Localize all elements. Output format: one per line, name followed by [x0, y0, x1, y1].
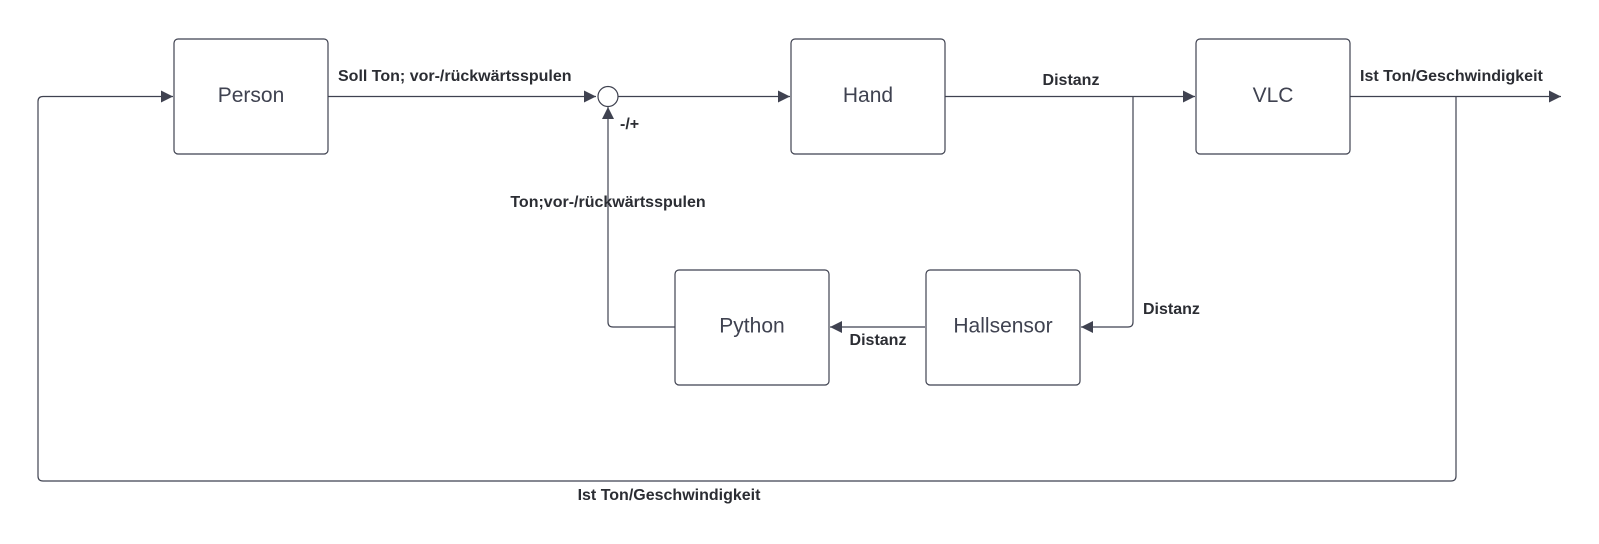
- block-hand-label: Hand: [843, 84, 893, 107]
- block-hallsensor: Hallsensor: [925, 269, 1081, 386]
- block-hallsensor-label: Hallsensor: [953, 315, 1052, 338]
- junction-sign-label: -/+: [620, 116, 639, 133]
- block-python-label: Python: [719, 315, 784, 338]
- block-vlc: VLC: [1195, 38, 1351, 155]
- label-person-to-junction: Soll Ton; vor-/rückwärtsspulen: [338, 68, 572, 85]
- edge-feedback-to-person: [37, 90, 1457, 482]
- block-person-label: Person: [218, 84, 285, 107]
- block-person: Person: [173, 38, 329, 155]
- label-hallsensor-to-python: Distanz: [850, 332, 907, 349]
- label-python-to-junction: Ton;vor-/rückwärtsspulen: [510, 194, 705, 211]
- edge-python-to-junction: [602, 107, 675, 328]
- label-vlc-output: Ist Ton/Geschwindigkeit: [1360, 68, 1544, 85]
- block-vlc-label: VLC: [1253, 84, 1294, 107]
- block-hand: Hand: [790, 38, 946, 155]
- label-branch-to-hallsensor: Distanz: [1143, 301, 1200, 318]
- block-python: Python: [674, 269, 830, 386]
- label-hand-to-vlc: Distanz: [1043, 72, 1100, 89]
- label-feedback-to-person: Ist Ton/Geschwindigkeit: [578, 487, 762, 504]
- summing-junction: [597, 85, 619, 108]
- edge-branch-to-hallsensor: [1081, 96, 1134, 333]
